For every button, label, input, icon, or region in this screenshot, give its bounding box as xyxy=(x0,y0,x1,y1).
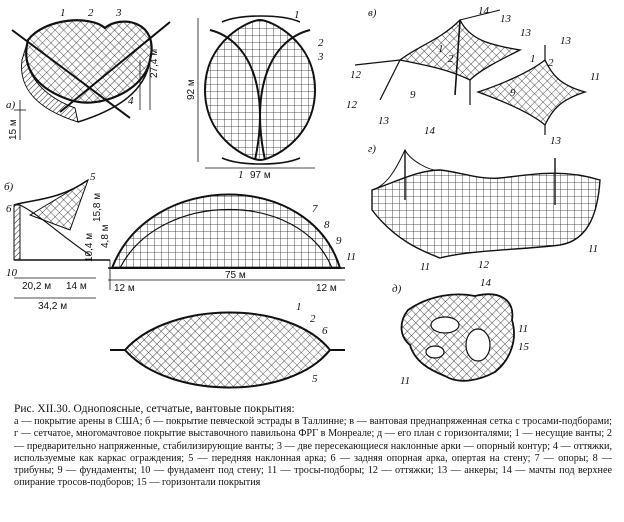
panel-b-plan xyxy=(110,311,345,389)
caption: Рис. XII.30. Однопоясные, сетчатые, вант… xyxy=(14,403,612,519)
panel-v-number: 2 xyxy=(448,53,454,65)
panel-b-number: 1 xyxy=(296,301,302,313)
panel-v-number: 1 xyxy=(530,53,536,65)
panel-b-number: 6 xyxy=(322,325,328,337)
panel-a-number: 3 xyxy=(317,51,324,63)
panel-b-dim-w2: 14 м xyxy=(66,281,87,292)
panel-v-number: 9 xyxy=(410,89,416,101)
panel-v-number: 9 xyxy=(510,87,516,99)
panel-b-number: 5 xyxy=(312,373,318,385)
panel-a-dim-base: 15 м xyxy=(8,119,19,140)
figure-drawing: а) 1 2 3 4 27,4 м 15 м 1 2 3 92 м 97 м б… xyxy=(4,5,601,389)
panel-a-dim-height: 27,4 м xyxy=(149,49,160,78)
panel-v-number: 13 xyxy=(560,35,572,47)
panel-g-number: 12 xyxy=(478,259,490,271)
panel-v-drawing xyxy=(354,9,588,135)
panel-b-number: 6 xyxy=(6,203,12,215)
panel-b-number: 9 xyxy=(336,235,342,247)
panel-v-number: 2 xyxy=(548,57,554,69)
panel-a-plan xyxy=(197,15,317,169)
panel-v-number: 14 xyxy=(478,5,490,17)
panel-v-number: 13 xyxy=(520,27,532,39)
panel-a-number: 3 xyxy=(115,7,122,19)
panel-v-number: 12 xyxy=(350,69,362,81)
panel-a-letter: а) xyxy=(6,99,16,111)
panel-g-number: 11 xyxy=(420,261,430,273)
panel-a-number: 1 xyxy=(60,7,66,19)
panel-a-number: 2 xyxy=(318,37,324,49)
panel-b-number: 11 xyxy=(346,251,356,263)
panel-d-drawing xyxy=(400,293,515,382)
panel-b-section xyxy=(13,178,111,299)
panel-d-number: 11 xyxy=(400,375,410,387)
panel-v-number: 1 xyxy=(438,43,444,55)
panel-b-dim-h2: 4,8 м xyxy=(100,224,111,248)
panel-v-letter: в) xyxy=(368,7,377,19)
panel-b-elevation xyxy=(108,193,345,281)
caption-title: Рис. XII.30. Однопоясные, сетчатые, вант… xyxy=(14,403,295,415)
panel-g-number: 11 xyxy=(588,243,598,255)
panel-b-letter: б) xyxy=(4,181,14,193)
panel-b-dim-right: 12 м xyxy=(316,283,337,294)
panel-d-number: 14 xyxy=(480,277,492,289)
panel-b-dim-h1: 15,8 м xyxy=(92,193,103,222)
panel-d-number: 11 xyxy=(518,323,528,335)
panel-v-number: 13 xyxy=(500,13,512,25)
panel-a-dim-width: 97 м xyxy=(250,170,271,181)
panel-b-number: 10 xyxy=(6,267,18,279)
panel-a-number: 4 xyxy=(128,95,134,107)
panel-a-number: 1 xyxy=(294,9,300,21)
panel-a-number: 2 xyxy=(88,7,94,19)
panel-g-drawing xyxy=(371,148,601,259)
panel-d-letter: д) xyxy=(392,283,402,295)
panel-g-letter: г) xyxy=(368,143,376,155)
panel-d-number: 15 xyxy=(518,341,530,353)
panel-v-number: 13 xyxy=(378,115,390,127)
panel-b-number: 7 xyxy=(312,203,318,215)
panel-a-dim-length: 92 м xyxy=(186,79,197,100)
panel-b-number: 8 xyxy=(324,219,330,231)
panel-a-perspective xyxy=(11,19,171,140)
panel-b-number: 2 xyxy=(310,313,316,325)
panel-b-number: 5 xyxy=(90,171,96,183)
panel-v-number: 12 xyxy=(346,99,358,111)
panel-b-dim-span: 75 м xyxy=(225,270,246,281)
panel-b-number: 1 xyxy=(238,169,244,181)
panel-b-dim-left: 12 м xyxy=(114,283,135,294)
panel-v-number: 11 xyxy=(590,71,600,83)
panel-g-number: 14 xyxy=(424,125,436,137)
panel-v-number: 13 xyxy=(550,135,562,147)
caption-text: а — покрытие арены в США; б — покрытие п… xyxy=(14,416,612,489)
panel-b-dim-w1: 20,2 м xyxy=(22,281,51,292)
panel-b-dim-w3: 34,2 м xyxy=(38,301,67,312)
panel-b-dim-h3: 10,4 м xyxy=(84,233,95,262)
